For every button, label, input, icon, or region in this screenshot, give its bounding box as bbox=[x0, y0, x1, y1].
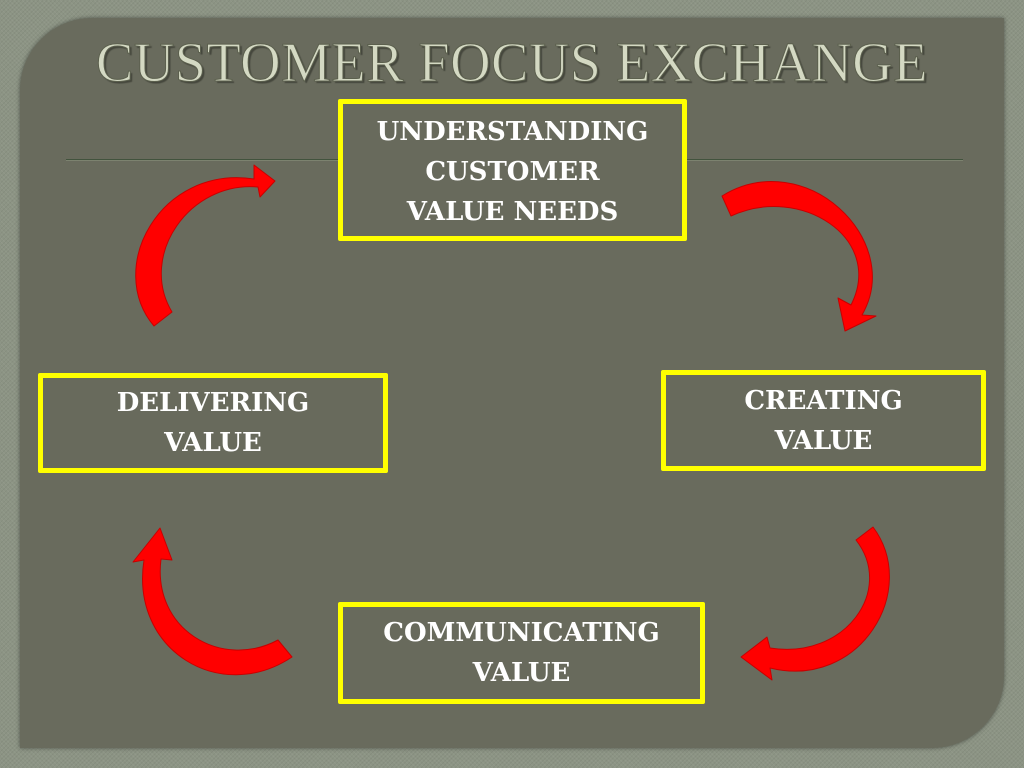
curved-arrow-icon bbox=[132, 527, 293, 676]
stage-label-delivering: DELIVERING VALUE bbox=[116, 388, 310, 458]
stage-box-understanding: UNDERSTANDING CUSTOMER VALUE NEEDS bbox=[338, 99, 687, 241]
curved-arrow-icon bbox=[721, 181, 877, 332]
stage-label-understanding: UNDERSTANDING CUSTOMER VALUE NEEDS bbox=[376, 117, 649, 227]
curved-arrow-icon bbox=[740, 526, 890, 681]
curved-arrow-icon bbox=[135, 164, 276, 327]
stage-label-creating: CREATING VALUE bbox=[744, 386, 903, 456]
stage-box-communicating: COMMUNICATING VALUE bbox=[338, 602, 705, 704]
slide-title: CUSTOMER FOCUS EXCHANGE bbox=[96, 32, 928, 95]
stage-label-communicating: COMMUNICATING VALUE bbox=[383, 618, 660, 688]
stage-box-creating: CREATING VALUE bbox=[661, 370, 986, 471]
stage-box-delivering: DELIVERING VALUE bbox=[38, 373, 388, 473]
